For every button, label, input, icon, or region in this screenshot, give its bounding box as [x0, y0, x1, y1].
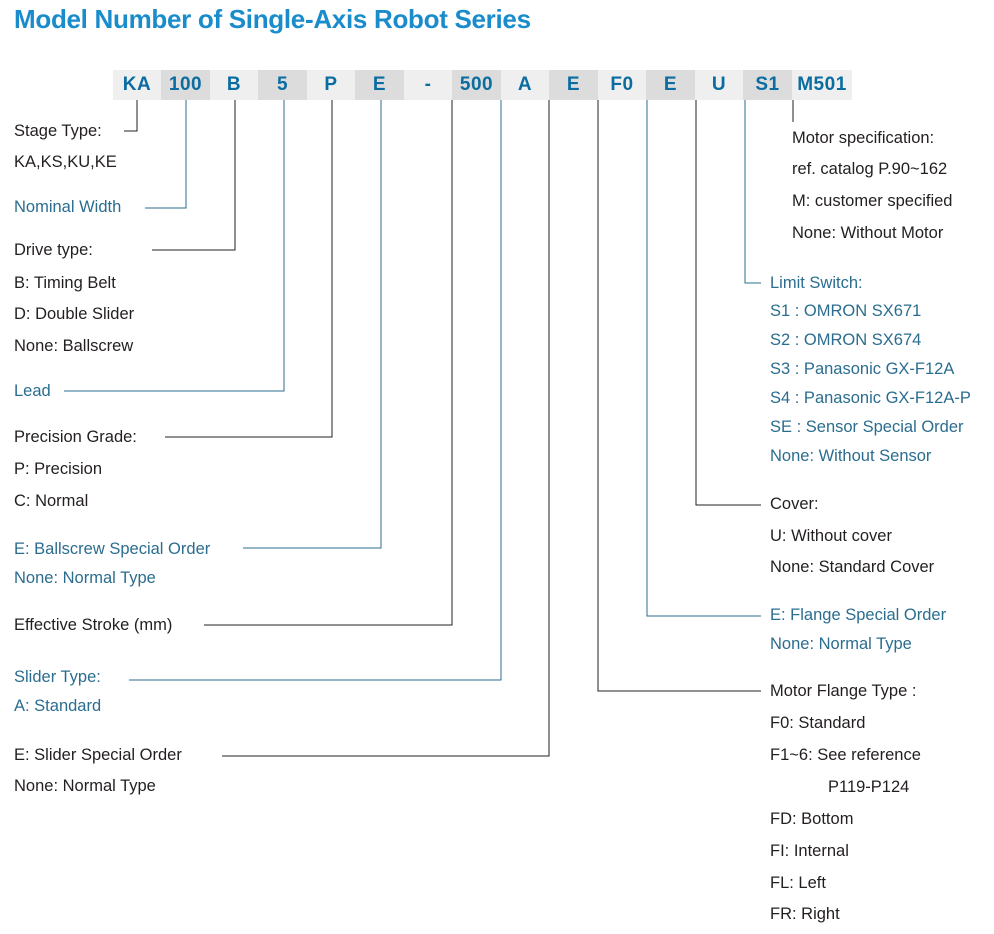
right-heading-cover: Cover:: [770, 495, 819, 513]
left-line-precision-grade-0: P: Precision: [14, 460, 103, 478]
model-cell-1: 100: [161, 70, 210, 100]
left-line-ballscrew-special-0: None: Normal Type: [14, 569, 156, 587]
right-line-motor-flange-type-2: P119-P124: [828, 778, 910, 796]
right-line-motor-flange-type-1: F1~6: See reference: [770, 746, 921, 764]
right-line-motor-spec-0: ref. catalog P.90~162: [792, 160, 948, 178]
right-heading-motor-flange-type: Motor Flange Type :: [770, 682, 917, 700]
left-line-slider-type-0: A: Standard: [14, 697, 102, 715]
right-line-motor-spec-1: M: customer specified: [792, 192, 953, 210]
left-line-drive-type-0: B: Timing Belt: [14, 274, 116, 292]
right-line-motor-flange-type-6: FR: Right: [770, 905, 840, 923]
model-cell-2: B: [210, 70, 258, 100]
right-line-limit-switch-1: S2 : OMRON SX674: [770, 331, 922, 349]
right-line-limit-switch-0: S1 : OMRON SX671: [770, 302, 922, 320]
model-cell-12: U: [695, 70, 743, 100]
left-line-precision-grade-1: C: Normal: [14, 492, 89, 510]
left-heading-effective-stroke: Effective Stroke (mm): [14, 616, 173, 634]
model-cell-6: -: [404, 70, 452, 100]
right-line-motor-flange-type-0: F0: Standard: [770, 714, 866, 732]
left-heading-slider-special: E: Slider Special Order: [14, 746, 182, 764]
left-heading-drive-type: Drive type:: [14, 241, 93, 259]
left-heading-nominal-width: Nominal Width: [14, 198, 122, 216]
right-line-cover-0: U: Without cover: [770, 527, 892, 545]
left-heading-stage-type: Stage Type:: [14, 122, 102, 140]
left-heading-lead: Lead: [14, 382, 51, 400]
model-cell-13: S1: [743, 70, 792, 100]
model-cell-14: M501: [792, 70, 852, 100]
left-line-stage-type-0: KA,KS,KU,KE: [14, 153, 117, 171]
left-line-slider-special-0: None: Normal Type: [14, 777, 156, 795]
right-heading-flange-special: E: Flange Special Order: [770, 606, 947, 624]
model-cell-0: KA: [113, 70, 161, 100]
left-heading-ballscrew-special: E: Ballscrew Special Order: [14, 540, 211, 558]
right-line-limit-switch-4: SE : Sensor Special Order: [770, 418, 964, 436]
right-heading-limit-switch: Limit Switch:: [770, 274, 863, 292]
model-cell-4: P: [307, 70, 355, 100]
right-heading-motor-spec: Motor specification:: [792, 129, 935, 147]
model-cell-7: 500: [452, 70, 501, 100]
left-heading-precision-grade: Precision Grade:: [14, 428, 137, 446]
right-line-motor-flange-type-5: FL: Left: [770, 874, 826, 892]
model-cell-8: A: [501, 70, 549, 100]
page-title: Model Number of Single-Axis Robot Series: [14, 4, 531, 34]
right-line-limit-switch-2: S3 : Panasonic GX-F12A: [770, 360, 955, 378]
left-heading-slider-type: Slider Type:: [14, 668, 101, 686]
model-cell-11: E: [646, 70, 695, 100]
right-line-motor-spec-2: None: Without Motor: [792, 224, 944, 242]
left-line-drive-type-1: D: Double Slider: [14, 305, 135, 323]
model-cell-5: E: [355, 70, 404, 100]
left-line-drive-type-2: None: Ballscrew: [14, 337, 134, 355]
right-line-flange-special-0: None: Normal Type: [770, 635, 912, 653]
right-line-motor-flange-type-4: FI: Internal: [770, 842, 849, 860]
right-line-limit-switch-3: S4 : Panasonic GX-F12A-P: [770, 389, 971, 407]
model-cell-3: 5: [258, 70, 307, 100]
right-line-limit-switch-5: None: Without Sensor: [770, 447, 932, 465]
right-line-motor-flange-type-3: FD: Bottom: [770, 810, 854, 828]
model-cell-9: E: [549, 70, 598, 100]
right-line-cover-1: None: Standard Cover: [770, 558, 935, 576]
model-cell-10: F0: [598, 70, 646, 100]
